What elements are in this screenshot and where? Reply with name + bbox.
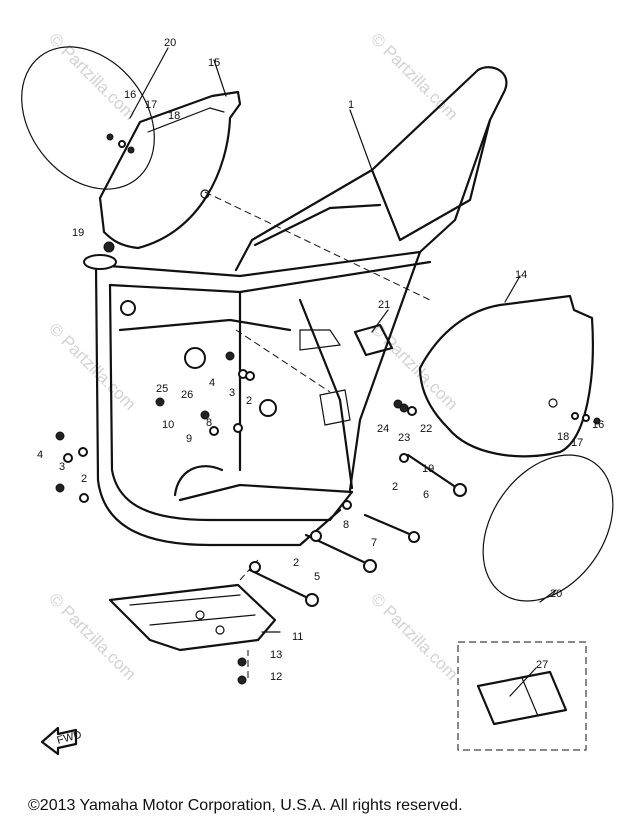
callout-19: 19 [72, 227, 84, 239]
bolts [248, 453, 467, 607]
callout-8: 8 [206, 417, 212, 429]
callout-26: 26 [181, 389, 193, 401]
watermark: © Partzilla.com [367, 589, 461, 683]
callout-2: 2 [246, 395, 252, 407]
watermark: © Partzilla.com [45, 29, 139, 123]
callout-17: 17 [571, 437, 583, 449]
watermark: © Partzilla.com [45, 589, 139, 683]
callout-21: 21 [378, 299, 390, 311]
callout-3: 3 [59, 461, 65, 473]
frame-parts-diagram: © Partzilla.com © Partzilla.com © Partzi… [21, 29, 614, 756]
callout-4: 4 [37, 449, 43, 461]
callout-6: 6 [423, 489, 429, 501]
watermarks: © Partzilla.com © Partzilla.com © Partzi… [45, 29, 461, 683]
bracket-21 [353, 323, 394, 357]
callout-2: 2 [293, 557, 299, 569]
callout-2: 2 [392, 481, 398, 493]
callout-16: 16 [124, 89, 136, 101]
callout-leaders [129, 47, 557, 697]
fwd-label: FWD [56, 729, 83, 747]
callout-18: 18 [168, 110, 180, 122]
callout-15: 15 [208, 57, 220, 69]
callout-20: 20 [550, 588, 562, 600]
callout-20: 20 [164, 37, 176, 49]
main-frame [83, 66, 508, 547]
callout-8: 8 [343, 519, 349, 531]
callout-25: 25 [156, 383, 168, 395]
fwd-arrow-icon: FWD [40, 726, 83, 756]
callout-16: 16 [592, 419, 604, 431]
callout-9: 9 [186, 433, 192, 445]
callout-1: 1 [348, 99, 354, 111]
callout-3: 3 [229, 387, 235, 399]
watermark: © Partzilla.com [367, 29, 461, 123]
watermark: © Partzilla.com [45, 319, 139, 413]
callout-22: 22 [420, 423, 432, 435]
callout-4: 4 [209, 377, 215, 389]
callout-17: 17 [145, 99, 157, 111]
side-cover-left-round [21, 46, 155, 190]
callout-13: 13 [270, 649, 282, 661]
side-cover-right [418, 294, 594, 458]
callout-14: 14 [515, 269, 527, 281]
callout-5: 5 [314, 571, 320, 583]
callout-18: 18 [557, 431, 569, 443]
engine-guard [108, 583, 277, 652]
copyright-notice: ©2013 Yamaha Motor Corporation, U.S.A. A… [28, 797, 463, 814]
parts-bag-box [457, 641, 587, 751]
fasteners [55, 133, 601, 685]
callout-23: 23 [398, 432, 410, 444]
callout-24: 24 [377, 423, 389, 435]
callout-11: 11 [292, 631, 303, 643]
callout-10: 10 [162, 419, 174, 431]
side-cover-right-round [482, 454, 614, 602]
callout-19: 19 [422, 463, 434, 475]
watermark: © Partzilla.com [367, 319, 461, 413]
callout-2: 2 [81, 473, 87, 485]
callout-12: 12 [270, 671, 282, 683]
callout-labels: 1 2 2 2 2 3 3 4 4 5 6 7 8 8 9 10 11 12 1… [37, 37, 604, 683]
callout-27: 27 [536, 659, 548, 671]
callout-7: 7 [371, 537, 377, 549]
